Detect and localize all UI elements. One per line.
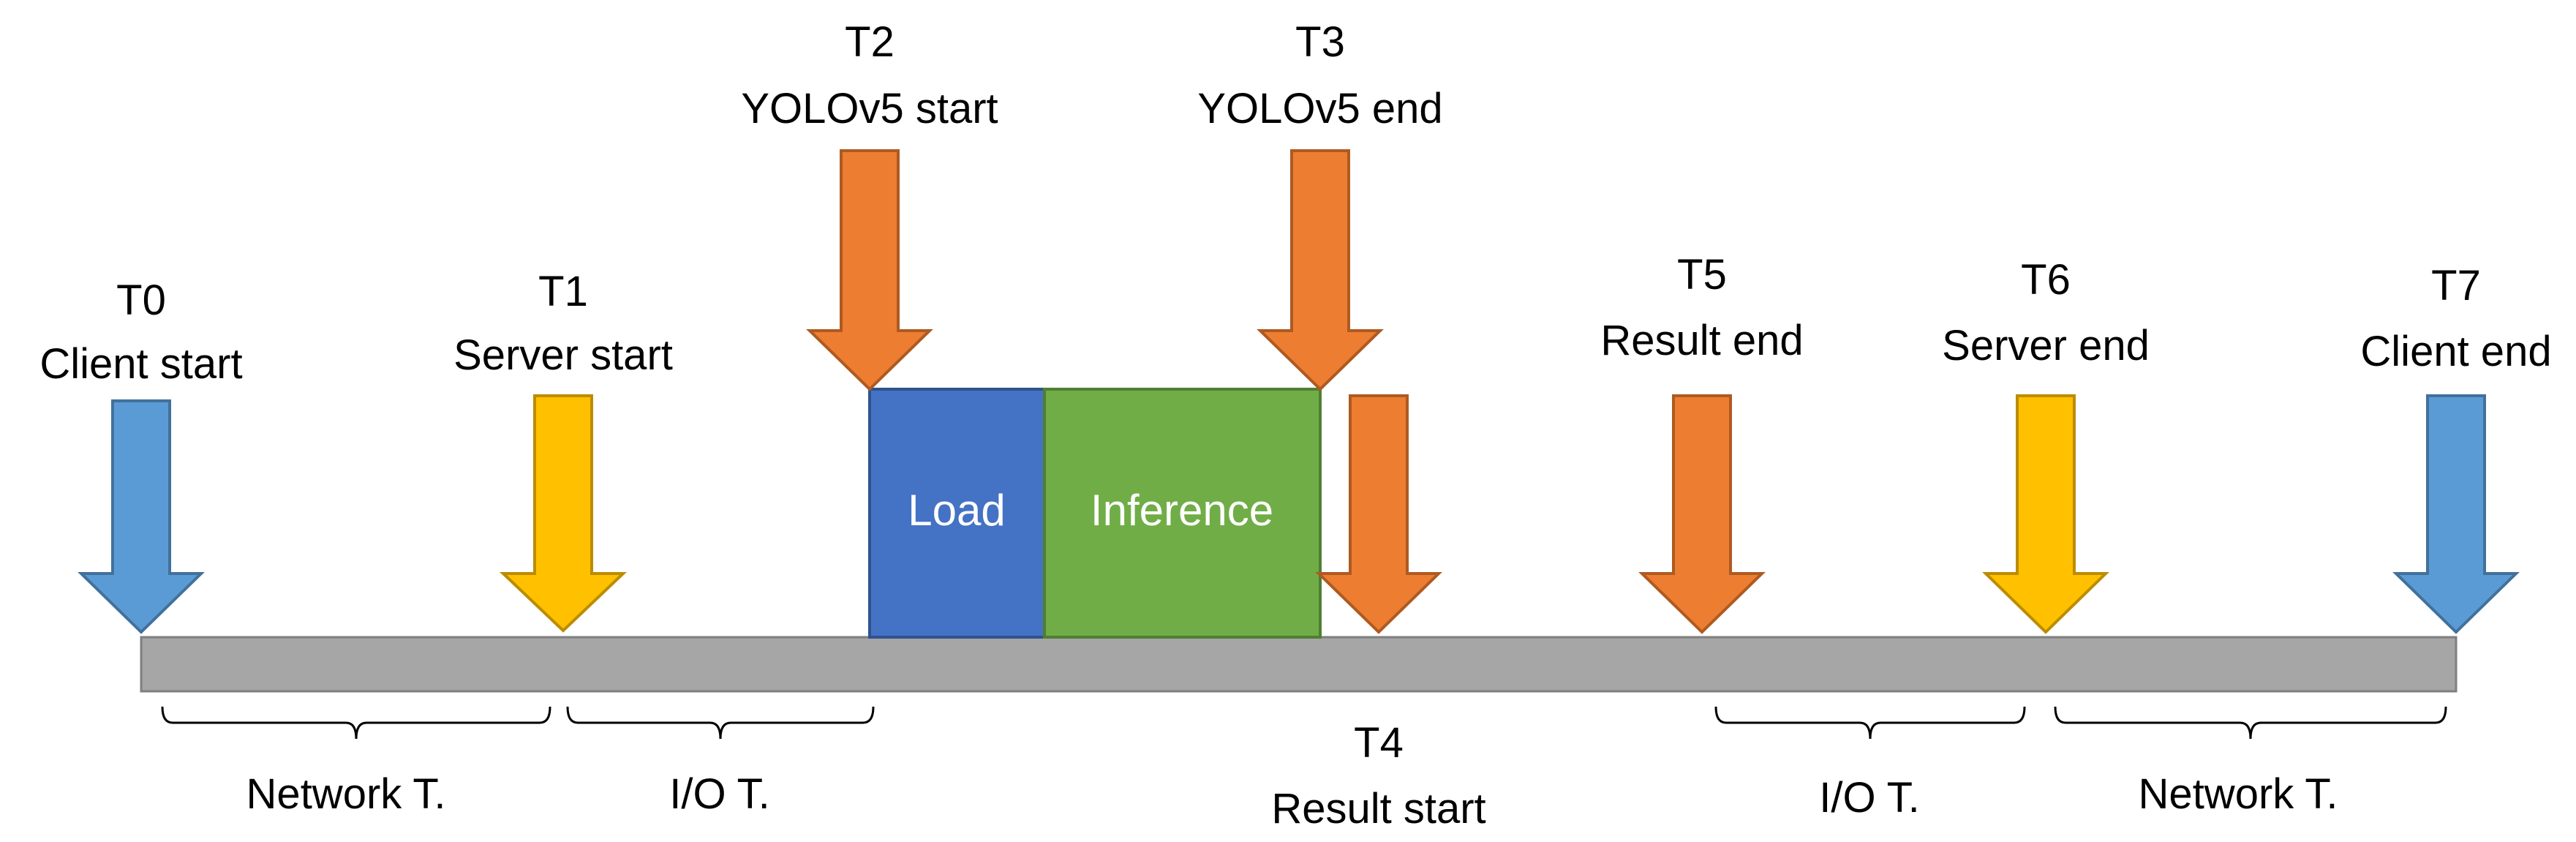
t7-label: Client end: [2360, 328, 2551, 375]
t6-label: Server end: [1942, 322, 2150, 369]
t7-name: T7: [2431, 262, 2481, 309]
t4-name: T4: [1354, 719, 1404, 767]
network-start-brace: [161, 706, 551, 740]
timeline-bar: [140, 636, 2458, 693]
t2-name: T2: [845, 18, 895, 66]
t5-label: Result end: [1600, 317, 1803, 364]
io-end-brace: [1714, 706, 2026, 740]
io-end-label: I/O T.: [1819, 774, 1920, 822]
t1-name: T1: [538, 268, 588, 315]
t4-label: Result start: [1271, 785, 1485, 832]
t0-name: T0: [116, 277, 166, 324]
network-start-label: Network T.: [246, 770, 446, 818]
t3-name: T3: [1295, 18, 1345, 66]
t5-name: T5: [1677, 251, 1727, 298]
network-end-label: Network T.: [2139, 770, 2338, 818]
t0-label: Client start: [39, 340, 242, 388]
t2-yolov5-start-arrow-icon: [806, 149, 933, 391]
inference-stage-box: [1043, 388, 1322, 639]
t1-label: Server start: [453, 331, 673, 379]
t4-result-start-arrow-icon: [1315, 394, 1442, 634]
t1-server-start-arrow-icon: [499, 394, 628, 633]
t5-result-end-arrow-icon: [1638, 394, 1766, 634]
load-stage-label: Load: [908, 486, 1005, 535]
t6-name: T6: [2021, 256, 2071, 304]
io-start-brace: [566, 706, 875, 740]
inference-stage-label: Inference: [1091, 486, 1273, 535]
t0-client-start-arrow-icon: [78, 399, 205, 634]
t3-yolov5-end-arrow-icon: [1257, 149, 1384, 391]
t7-client-end-arrow-icon: [2392, 394, 2520, 634]
network-end-brace: [2054, 706, 2447, 740]
t2-label: YOLOv5 start: [741, 85, 998, 132]
t3-label: YOLOv5 end: [1197, 85, 1442, 132]
t6-server-end-arrow-icon: [1982, 394, 2109, 634]
load-stage-box: [868, 388, 1046, 639]
io-start-label: I/O T.: [669, 770, 770, 818]
